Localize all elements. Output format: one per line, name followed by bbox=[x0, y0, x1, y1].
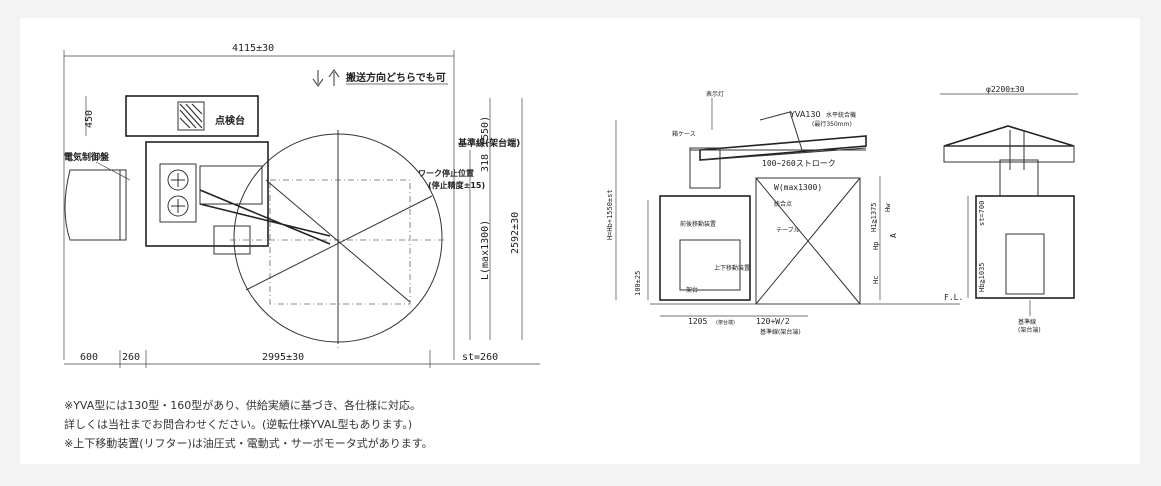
hb-label: Hb≧1035 bbox=[978, 262, 986, 292]
middle-view: 表示灯 YVA130 水平統合機 (最行350mm) 箱ケース 100~260ス… bbox=[606, 90, 963, 336]
dim-1205-sub: (架台端) bbox=[716, 319, 735, 326]
hp-label: Hp bbox=[872, 242, 880, 250]
middle-datum-label: 基準線(架台端) bbox=[760, 328, 801, 336]
hh-label: H=Hb+1550±st bbox=[606, 189, 614, 240]
inspection-label: 点検台 bbox=[215, 114, 245, 127]
note-line-3: ※上下移動装置(リフター)は油圧式・電動式・サーボモータ式があります。 bbox=[64, 437, 433, 450]
dim-318: 318 bbox=[480, 154, 491, 172]
notes: ※YVA型には130型・160型があり、供給実績に基づき、各仕様に対応。 詳しく… bbox=[64, 396, 433, 453]
table-label: テーブル bbox=[776, 226, 800, 234]
right-datum-label: 基準線 bbox=[1018, 318, 1036, 326]
note-line-2: 詳しくは当社までお問合わせください。(逆転仕様YVAL型もあります。) bbox=[64, 418, 413, 431]
dim-diameter: φ2200±30 bbox=[986, 85, 1025, 94]
hw-label: Hw bbox=[884, 203, 892, 212]
dim-550: (550) bbox=[480, 116, 491, 146]
direction-label: 搬送方向どちらでも可 bbox=[346, 71, 446, 84]
dim-2995: 2995±30 bbox=[262, 352, 304, 363]
datum-label: 基準線(架台端) bbox=[457, 137, 520, 149]
stop-label-1: ワーク停止位置 bbox=[418, 168, 474, 178]
dim-450: 450 bbox=[84, 110, 95, 128]
base-label: 統合点 bbox=[774, 200, 792, 208]
model-label: YVA130 bbox=[789, 110, 821, 119]
drawing-card bbox=[20, 18, 1140, 464]
dim-1205: 1205 bbox=[688, 317, 707, 326]
direction-arrows-icon bbox=[312, 69, 340, 87]
h1-label: H1≧1375 bbox=[870, 202, 878, 232]
dim-L: L(max1300) bbox=[480, 220, 491, 280]
dim-total-width: 4115±30 bbox=[232, 43, 274, 54]
dim-120: 120+W/2 bbox=[756, 317, 790, 326]
right-datum-sub: (架台端) bbox=[1018, 326, 1041, 334]
a-label: A bbox=[889, 233, 898, 238]
w-label: W(max1300) bbox=[774, 183, 822, 192]
control-panel-label: 電気制御盤 bbox=[64, 151, 110, 163]
hc-label: Hc bbox=[872, 276, 880, 284]
st700-label: st=700 bbox=[978, 201, 986, 226]
stop-label-2: (停止精度±15) bbox=[428, 180, 485, 190]
dim-600: 600 bbox=[80, 352, 98, 363]
inspection-platform bbox=[125, 95, 259, 137]
wiper-sub: (最行350mm) bbox=[812, 120, 852, 128]
lift-label: 上下移動装置 bbox=[714, 264, 750, 272]
dim-100: 100±25 bbox=[634, 271, 642, 296]
indicator-label: 表示灯 bbox=[706, 90, 724, 98]
dim-height: 2592±30 bbox=[510, 212, 521, 254]
front-device-label: 前後移動装置 bbox=[680, 220, 716, 228]
wiper-label: 水平統合機 bbox=[826, 111, 856, 119]
left-view: 4115±30 搬送方向どちらでも可 点検台 450 電気制御盤 bbox=[63, 43, 540, 368]
pump-case-label: 箱ケース bbox=[672, 130, 696, 138]
dim-st: st=260 bbox=[462, 352, 498, 363]
right-view: φ2200±30 st=700 Hb≧1035 基準線 (架台端) bbox=[940, 85, 1078, 334]
fl-label: F.L. bbox=[944, 293, 963, 302]
machine-body bbox=[145, 141, 269, 247]
note-line-1: ※YVA型には130型・160型があり、供給実績に基づき、各仕様に対応。 bbox=[64, 399, 422, 412]
stroke-label: 100~260ストローク bbox=[762, 159, 836, 168]
dim-260: 260 bbox=[122, 352, 140, 363]
